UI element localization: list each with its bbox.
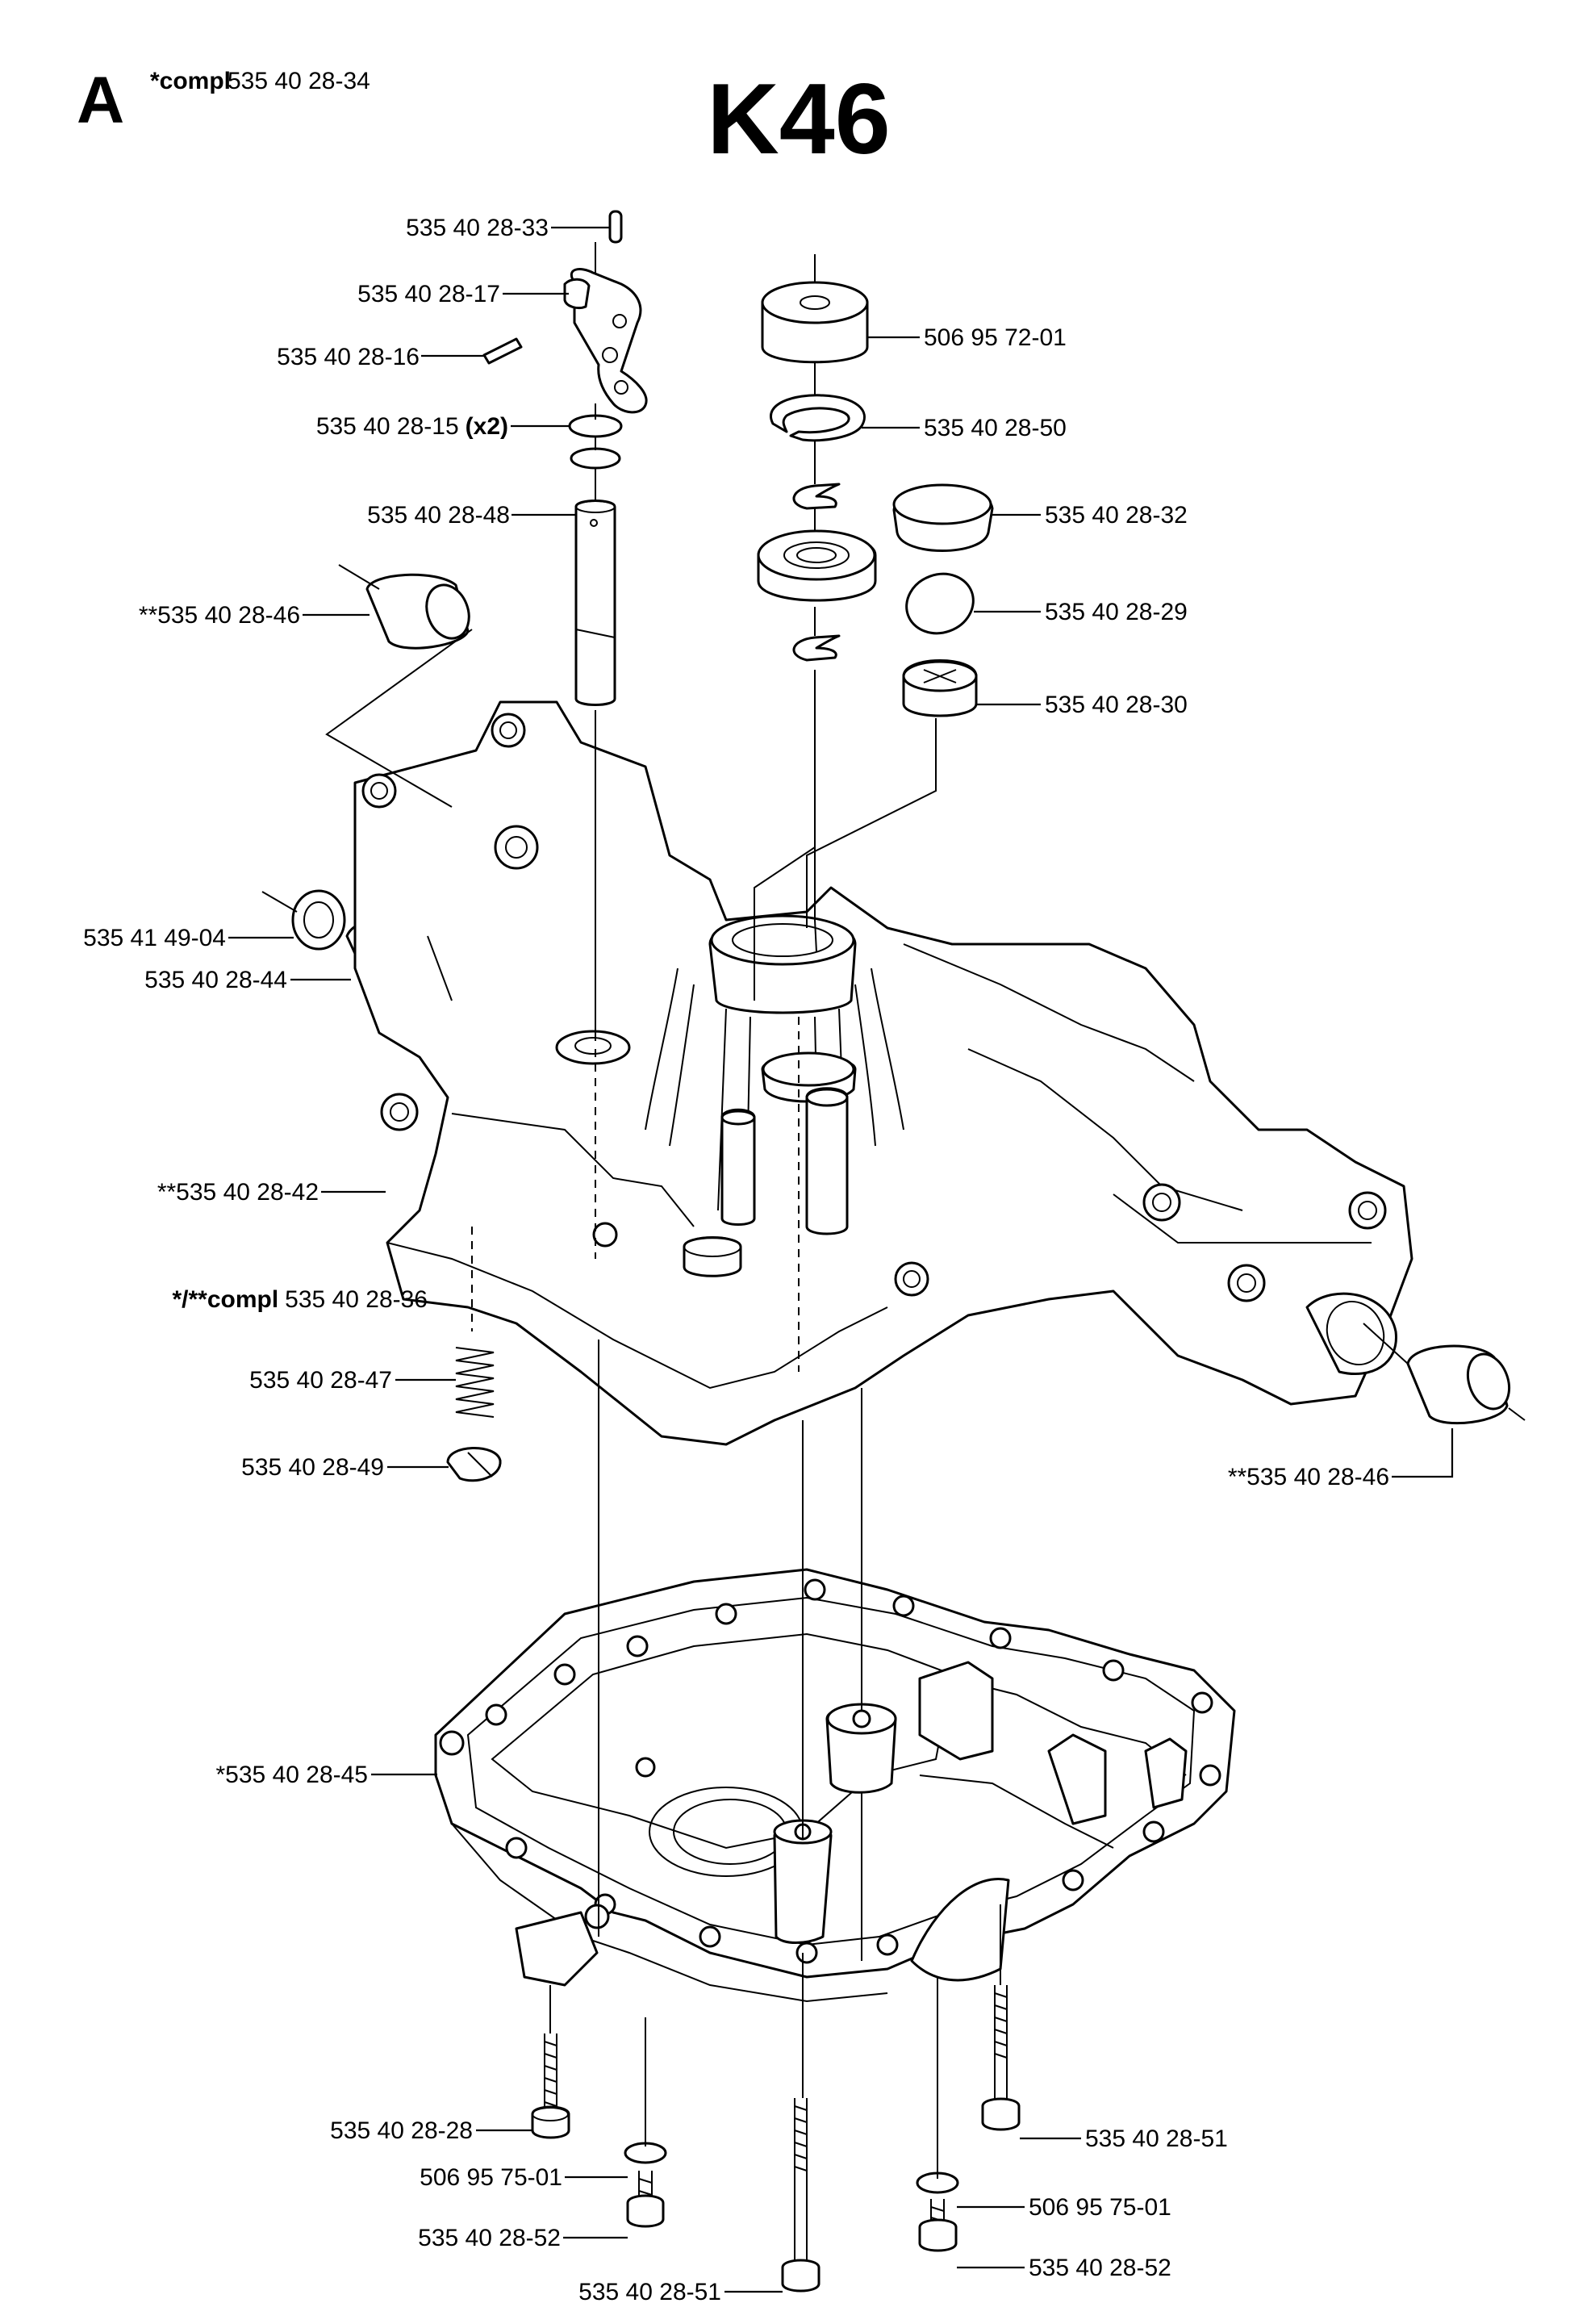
shaft-part: [574, 499, 616, 706]
callout-label: 535 40 28-52: [418, 2225, 561, 2251]
screw-left-part: [626, 2171, 665, 2228]
assembly-guide-lines: [261, 242, 1526, 2179]
sub-assembly-number: 535 40 28-36: [285, 1286, 428, 1313]
sub-assembly-prefix: */**compl: [172, 1286, 278, 1313]
page-title: K46: [707, 64, 890, 175]
callout-label: 535 40 28-44: [144, 967, 287, 993]
callout-label: 535 40 28-47: [249, 1367, 392, 1394]
bushing-left-part: [365, 573, 470, 650]
callout-label: 535 40 28-33: [406, 215, 549, 241]
nut-part: [902, 659, 978, 717]
callout-label: 535 40 28-50: [924, 415, 1067, 441]
seal-part: [761, 281, 869, 364]
leader-lines: [228, 226, 1454, 2293]
spring-part: [455, 1347, 495, 1418]
section-letter: A: [77, 64, 124, 137]
exploded-view-drawing: [261, 210, 1526, 2293]
snap-ring-part: [792, 483, 841, 662]
callout-label: 535 41 49-04: [83, 925, 226, 951]
compl-prefix: *compl: [150, 68, 231, 94]
callout-label: 535 40 28-49: [241, 1454, 384, 1481]
ball-bearing-part: [757, 529, 877, 602]
callout-label: **535 40 28-46: [1228, 1464, 1389, 1490]
bolt-center-part: [781, 2098, 820, 2293]
callout-label: 535 40 28-52: [1029, 2255, 1171, 2281]
screw-right-part: [918, 2199, 958, 2252]
pin-small-part: [482, 337, 523, 365]
callout-label: 506 95 72-01: [924, 324, 1067, 351]
callout-label: 535 40 28-51: [1085, 2125, 1228, 2152]
callout-labels: 535 40 28-33 535 40 28-17 535 40 28-16 5…: [83, 215, 1389, 2305]
callout-label: 535 40 28-32: [1045, 502, 1188, 529]
plug-part: [905, 572, 975, 635]
callout-label-suffix: (x2): [466, 413, 508, 440]
circlip-part: [770, 394, 866, 442]
callout-label: 506 95 75-01: [1029, 2194, 1171, 2221]
callout-label: 535 40 28-16: [277, 344, 420, 370]
callout-label: *535 40 28-45: [216, 1762, 369, 1788]
callout-label: **535 40 28-46: [139, 602, 300, 629]
bushing-right-part: [1406, 1344, 1511, 1425]
pin-part: [608, 210, 623, 244]
callout-label-number: 535 40 28-15: [316, 413, 459, 440]
small-seal-part: [291, 889, 346, 951]
bolt-right-part: [981, 1985, 1021, 2131]
compl-number: 535 40 28-34: [228, 68, 370, 94]
callout-label: 535 40 28-51: [578, 2279, 721, 2305]
lower-housing-part: [434, 1568, 1236, 2003]
callout-label: 535 40 28-29: [1045, 599, 1188, 625]
cap-part: [892, 483, 994, 552]
bolt-left-part: [531, 2034, 570, 2139]
sub-assembly-label: */**compl 535 40 28-36: [172, 1286, 428, 1313]
callout-label: 535 40 28-15 (x2): [316, 413, 508, 440]
retaining-clip-part: [446, 1447, 502, 1482]
callout-label: 535 40 28-17: [357, 281, 500, 307]
callout-label: 535 40 28-30: [1045, 692, 1188, 718]
callout-label: 535 40 28-48: [367, 502, 510, 529]
callout-label: 506 95 75-01: [420, 2164, 562, 2191]
upper-housing-part: [353, 700, 1413, 1446]
callout-label: 535 40 28-28: [330, 2117, 473, 2144]
lever-part: [563, 268, 648, 414]
callout-label: **535 40 28-42: [157, 1179, 319, 1206]
